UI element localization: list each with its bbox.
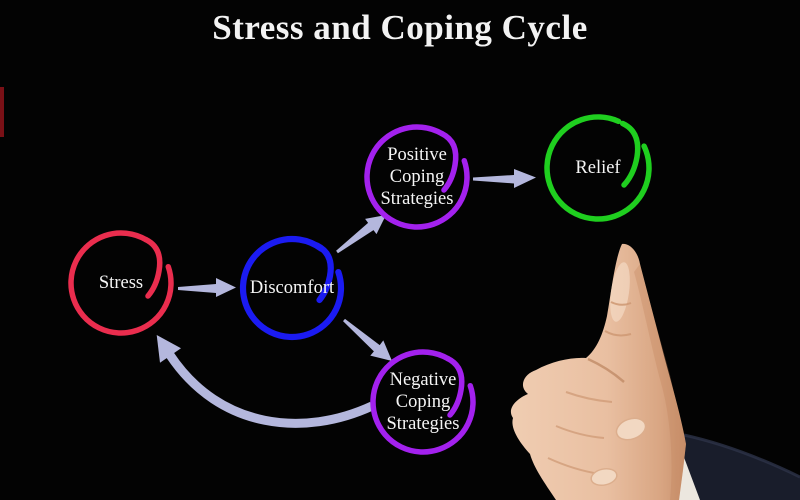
arrow-stress-to-discomfort	[178, 278, 236, 297]
relief-circle-ring	[544, 114, 652, 222]
curled-finger-line-3	[547, 457, 601, 475]
stress-circle-ring	[68, 230, 174, 336]
left-edge-red-mark	[0, 87, 4, 137]
node-label-stress: Stress	[98, 273, 144, 293]
pointing-hand-photo	[510, 243, 800, 500]
node-relief: Relief	[538, 108, 658, 228]
shirt-cuff	[648, 436, 700, 500]
node-label-discomfort: Discomfort	[249, 278, 335, 298]
node-stress: Stress	[61, 223, 181, 343]
fingernail-ring	[590, 467, 618, 487]
suit-sleeve	[680, 435, 800, 500]
finger-highlight	[610, 262, 630, 322]
hand-shading	[634, 264, 686, 500]
node-label-relief: Relief	[575, 158, 621, 178]
arrow-positive-to-relief	[473, 169, 536, 188]
hand-skin	[510, 243, 686, 500]
diagram-title: Stress and Coping Cycle	[212, 8, 588, 47]
negative-circle-ring	[370, 349, 476, 455]
node-label-negative-coping: Negative Coping Strategies	[386, 370, 460, 434]
finger-crease-1	[610, 301, 632, 306]
arrow-negative-to-stress	[156, 335, 374, 428]
node-discomfort: Discomfort	[232, 228, 352, 348]
index-base-fold	[587, 357, 625, 383]
curled-finger-line-2	[555, 425, 605, 439]
curled-finger-line-1	[565, 391, 613, 403]
node-label-positive-coping: Positive Coping Strategies	[380, 145, 454, 209]
finger-crease-2	[604, 330, 632, 337]
fingernail-middle	[615, 417, 647, 441]
node-positive-coping: Positive Coping Strategies	[357, 117, 477, 237]
discomfort-circle-ring	[239, 235, 345, 341]
node-negative-coping: Negative Coping Strategies	[363, 342, 483, 462]
suit-sleeve-highlight	[683, 433, 800, 479]
positive-circle-ring	[364, 124, 470, 230]
